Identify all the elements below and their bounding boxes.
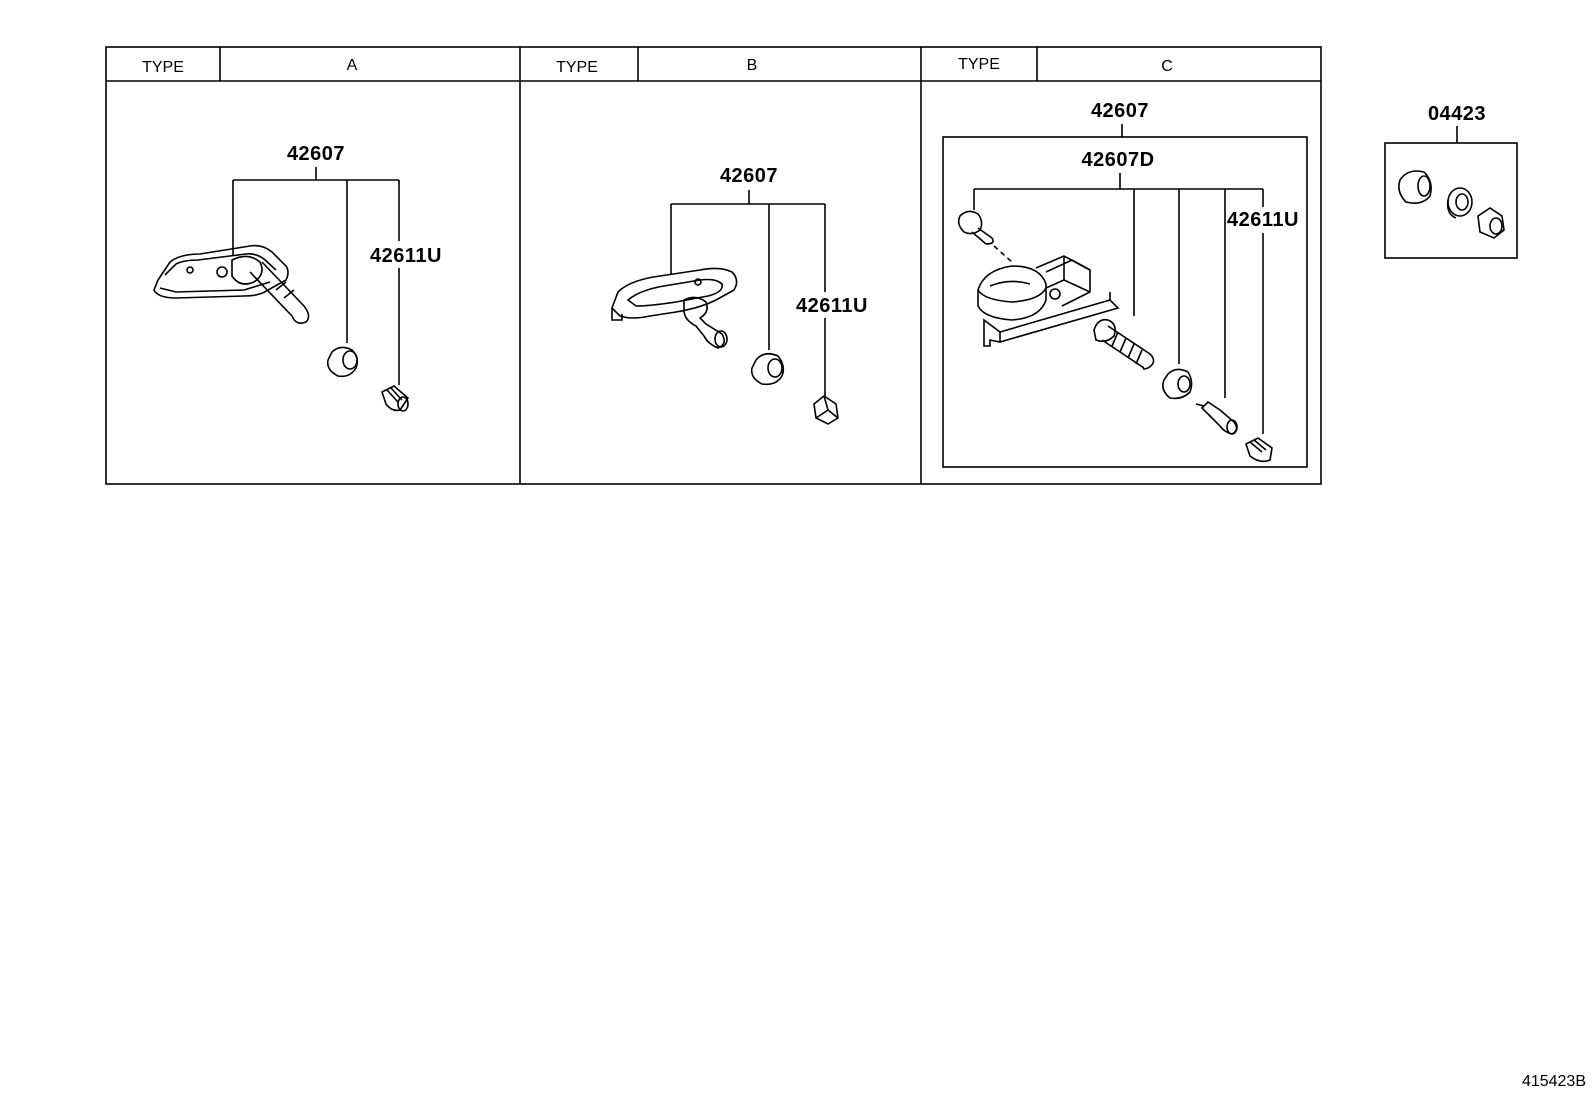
valve-cap-c-drawing bbox=[1245, 437, 1273, 463]
panel-c-type-value: C bbox=[1161, 58, 1173, 75]
panel-a-assembly-part-number: 42607 bbox=[287, 143, 345, 165]
panel-c-assembly-part-number: 42607 bbox=[1091, 100, 1149, 122]
panel-b-type-value: B bbox=[747, 57, 758, 74]
valve-core-c-drawing bbox=[1195, 400, 1238, 435]
panel-a-cap-part-number: 42611U bbox=[370, 245, 442, 267]
tpms-sensor-a-drawing bbox=[153, 244, 310, 324]
panel-c-inner-frame bbox=[942, 124, 1308, 468]
grommet-c-drawing bbox=[1162, 368, 1193, 400]
valve-cap-b-drawing bbox=[813, 395, 839, 425]
kit-nut-drawing bbox=[1477, 207, 1505, 239]
panel-a-leader-lines bbox=[232, 167, 400, 385]
panel-b-type-label: TYPE bbox=[556, 59, 598, 76]
panel-b-leader-lines bbox=[670, 190, 826, 396]
tpms-sensor-b-drawing bbox=[611, 267, 738, 349]
screw-c-drawing bbox=[957, 210, 1013, 263]
kit-frame bbox=[1384, 126, 1518, 259]
figure-id: 415423B bbox=[1521, 1073, 1586, 1090]
panel-frame bbox=[105, 46, 1322, 485]
valve-stem-c-drawing bbox=[1093, 318, 1155, 370]
panel-c-leader-lines bbox=[973, 173, 1264, 434]
panel-b-assembly-part-number: 42607 bbox=[720, 165, 778, 187]
grommet-b-drawing bbox=[750, 352, 785, 386]
panel-c-cap-part-number: 42611U bbox=[1227, 209, 1299, 231]
panel-a-type-label: TYPE bbox=[142, 59, 184, 76]
valve-cap-a-drawing bbox=[381, 385, 410, 412]
panel-c-sub-assembly-part-number: 42607D bbox=[1081, 149, 1154, 171]
panel-b-cap-part-number: 42611U bbox=[796, 295, 868, 317]
kit-part-number: 04423 bbox=[1428, 103, 1486, 125]
kit-grommet-drawing bbox=[1398, 170, 1432, 204]
grommet-a-drawing bbox=[326, 346, 359, 378]
tpms-sensor-c-drawing bbox=[977, 255, 1120, 347]
panel-c-type-label: TYPE bbox=[958, 56, 1000, 73]
kit-washer-drawing bbox=[1446, 187, 1473, 219]
panel-a-type-value: A bbox=[347, 57, 358, 74]
